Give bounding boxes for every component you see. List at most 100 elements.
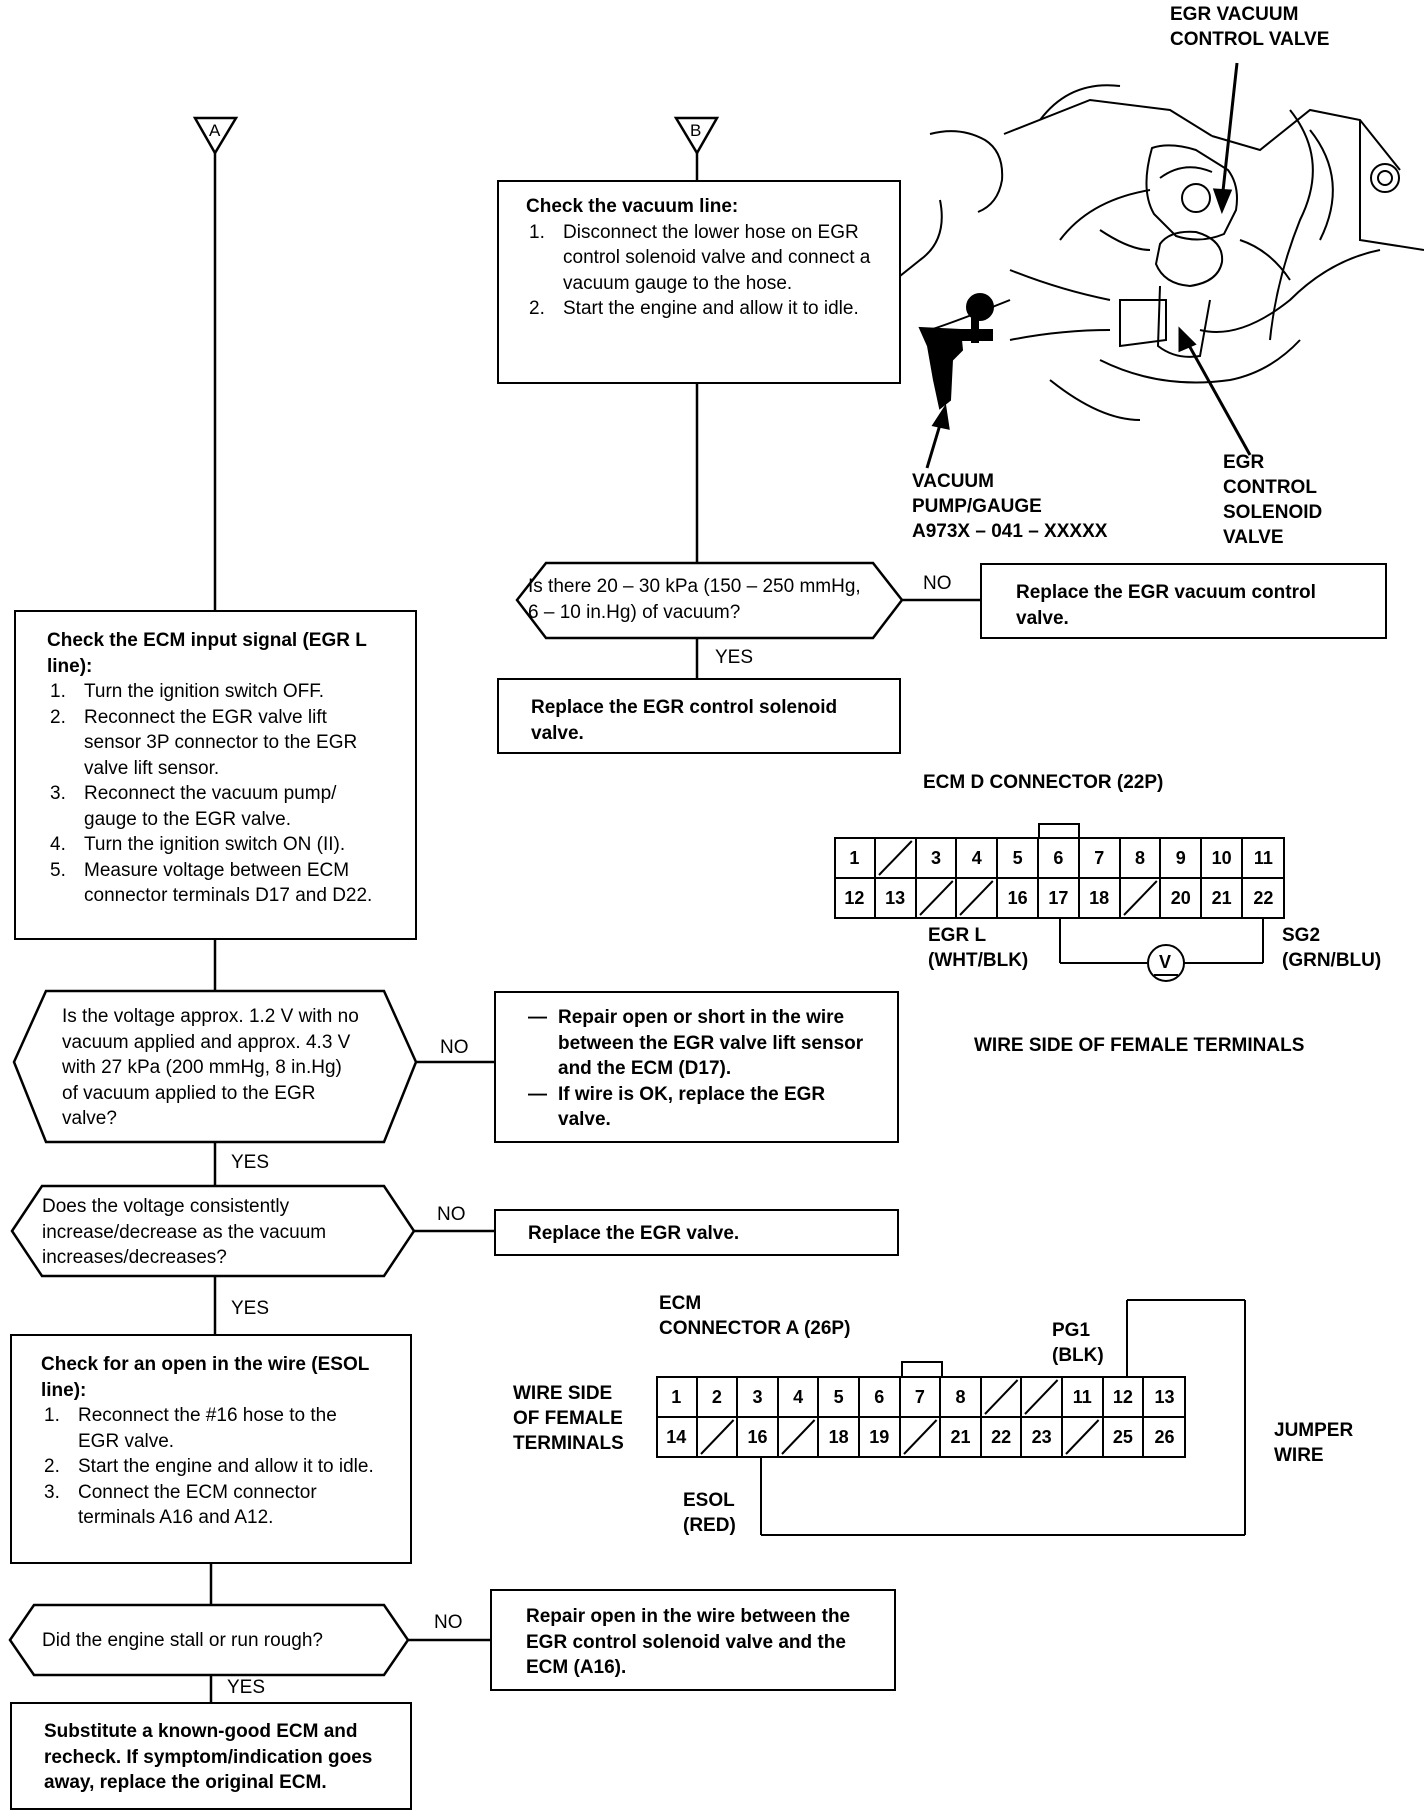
ecm-a-terminal: 3 (738, 1377, 779, 1417)
ecm-a-empty-terminal (781, 1419, 816, 1455)
ecm-d-terminal: 22 (1253, 888, 1274, 908)
esol-check-box: Check for an open in the wire (ESOL line… (10, 1334, 412, 1564)
ecm-a-terminal (1063, 1417, 1104, 1457)
ecm-d-terminal: 1 (835, 838, 876, 878)
vacuum-no-label: NO (923, 573, 952, 594)
vacuum-check-box: Check the vacuum line: 1.Disconnect the … (497, 180, 901, 384)
ecm-d-empty-terminal (1122, 880, 1158, 916)
ecm-d-terminal: 18 (1080, 878, 1121, 918)
ecm-d-connector-outline (834, 823, 1285, 982)
ecm-a-terminal (779, 1417, 820, 1457)
ecm-input-check-box: Check the ECM input signal (EGR L line):… (14, 610, 417, 940)
ecm-a-empty-terminal (902, 1419, 937, 1455)
ecm-a-terminal (982, 1377, 1023, 1417)
voltage-no-action-box: —Repair open or short in the wire betwee… (494, 991, 899, 1143)
stall-question: Did the engine stall or run rough? (42, 1630, 323, 1651)
ecm-step-1: 1.Turn the ignition switch OFF. (50, 681, 325, 702)
esol-check-title: Check for an open in the wire (ESOL line… (41, 1354, 369, 1401)
voltage-yes-label: YES (231, 1152, 270, 1173)
vacuum-no-action-box: Replace the EGR vacuum control valve. (980, 563, 1387, 639)
ecm-d-terminal (957, 878, 999, 918)
consistency-no-label: NO (437, 1204, 466, 1225)
ecm-a-pg1-label: PG1 (BLK) (1052, 1320, 1104, 1366)
ecm-a-terminal: 11 (1063, 1377, 1104, 1417)
vacuum-yes-action-box: Replace the EGR control solenoid valve. (497, 678, 901, 754)
ecm-d-empty-terminal (878, 840, 913, 876)
ecm-step-5: 5.Measure voltage between ECM connector … (50, 859, 373, 907)
ecm-a-terminal: 25 (1104, 1417, 1145, 1457)
ecm-d-terminal: 20 (1161, 878, 1203, 918)
ecm-d-terminal: 5 (998, 838, 1039, 878)
ecm-a-terminal: 18 (819, 1417, 860, 1457)
final-action-text: Substitute a known-good ECM and recheck.… (44, 1721, 373, 1793)
ecm-d-sg2-label: SG2 (GRN/BLU) (1282, 925, 1382, 971)
offpage-connector-a (192, 116, 239, 156)
final-action-box: Substitute a known-good ECM and recheck.… (10, 1702, 412, 1810)
ecm-a-empty-terminal (1024, 1379, 1059, 1415)
ecm-a-empty-terminal (984, 1379, 1019, 1415)
voltage-no-action-1: —Repair open or short in the wire betwee… (528, 1007, 864, 1079)
esol-step-3: 3.Connect the ECM connector terminals A1… (44, 1481, 317, 1529)
ecm-a-terminal: 26 (1154, 1427, 1175, 1447)
ecm-d-terminal: 7 (1080, 838, 1121, 878)
offpage-connector-b (673, 116, 720, 156)
egr-control-solenoid-label: EGR CONTROL SOLENOID VALVE (1223, 452, 1323, 548)
vacuum-yes-action-text: Replace the EGR control solenoid valve. (531, 697, 838, 744)
ecm-d-terminal: 13 (876, 878, 917, 918)
voltage-no-action-2: —If wire is OK, replace the EGR valve. (528, 1083, 826, 1131)
ecm-d-terminal: 12 (835, 878, 876, 918)
ecm-a-terminal (1022, 1377, 1063, 1417)
stall-no-action-box: Repair open in the wire between the EGR … (490, 1589, 896, 1691)
ecm-a-terminal: 22 (982, 1417, 1023, 1457)
ecm-a-jumper-label: JUMPER WIRE (1274, 1420, 1354, 1466)
egr-vacuum-control-valve-label: EGR VACUUM CONTROL VALVE (1170, 4, 1330, 50)
stall-no-label: NO (434, 1612, 463, 1633)
ecm-d-terminal: 11 (1253, 848, 1273, 868)
ecm-input-check-title: Check the ECM input signal (EGR L line): (47, 630, 367, 677)
consistency-no-action-box: Replace the EGR valve. (494, 1209, 899, 1256)
voltage-no-label: NO (440, 1037, 469, 1058)
vacuum-check-title: Check the vacuum line: (526, 196, 739, 217)
ecm-d-terminal (1121, 878, 1162, 918)
ecm-a-terminal: 12 (1104, 1377, 1145, 1417)
ecm-d-terminal: 21 (1202, 878, 1243, 918)
vacuum-question: Is there 20 – 30 kPa (150 – 250 mmHg, 6 … (528, 576, 861, 623)
consistency-question: Does the voltage consistently increase/d… (42, 1196, 327, 1268)
ecm-d-empty-terminal (959, 880, 994, 916)
vacuum-pump-gauge-icon (918, 293, 994, 410)
ecm-a-wire-side-label: WIRE SIDE OF FEMALE TERMINALS (513, 1383, 624, 1454)
ecm-d-terminal (876, 838, 917, 878)
offpage-label-a: A (209, 121, 221, 140)
ecm-a-terminal: 19 (860, 1417, 901, 1457)
stall-no-action-text: Repair open in the wire between the EGR … (526, 1606, 851, 1678)
ecm-d-terminal: 3 (917, 838, 958, 878)
vacuum-step-1: 1.Disconnect the lower hose on EGR contr… (529, 221, 871, 294)
ecm-a-terminal: 6 (860, 1377, 901, 1417)
ecm-d-terminal: 9 (1161, 838, 1203, 878)
esol-step-2: 2.Start the engine and allow it to idle. (44, 1456, 374, 1477)
voltage-question: Is the voltage approx. 1.2 V with no vac… (62, 1006, 359, 1129)
vacuum-step-2: 2.Start the engine and allow it to idle. (529, 298, 859, 319)
ecm-a-connector-outline (656, 1299, 1246, 1536)
vacuum-yes-label: YES (715, 647, 754, 668)
ecm-d-terminal (917, 878, 958, 918)
ecm-d-terminal: 10 (1202, 838, 1243, 878)
ecm-a-esol-label: ESOL (RED) (683, 1490, 736, 1536)
voltmeter-symbol: V (1159, 952, 1172, 972)
ecm-a-terminal: 21 (941, 1417, 982, 1457)
ecm-a-terminal: 16 (738, 1417, 779, 1457)
ecm-a-terminal: 14 (657, 1417, 698, 1457)
ecm-d-empty-terminal (918, 880, 954, 916)
stall-yes-label: YES (227, 1677, 266, 1698)
consistency-yes-label: YES (231, 1298, 270, 1319)
consistency-no-action-text: Replace the EGR valve. (528, 1223, 740, 1244)
ecm-a-terminal (698, 1417, 739, 1457)
ecm-a-terminal (901, 1417, 942, 1457)
ecm-a-terminal: 1 (657, 1377, 698, 1417)
ecm-d-terminal: 8 (1121, 838, 1162, 878)
ecm-a-terminal: 23 (1022, 1417, 1063, 1457)
vacuum-pump-gauge-label: VACUUM PUMP/GAUGE A973X – 041 – XXXXX (912, 471, 1108, 542)
esol-step-1: 1.Reconnect the #16 hose to the EGR valv… (44, 1405, 337, 1452)
ecm-a-empty-terminal (1065, 1419, 1100, 1455)
